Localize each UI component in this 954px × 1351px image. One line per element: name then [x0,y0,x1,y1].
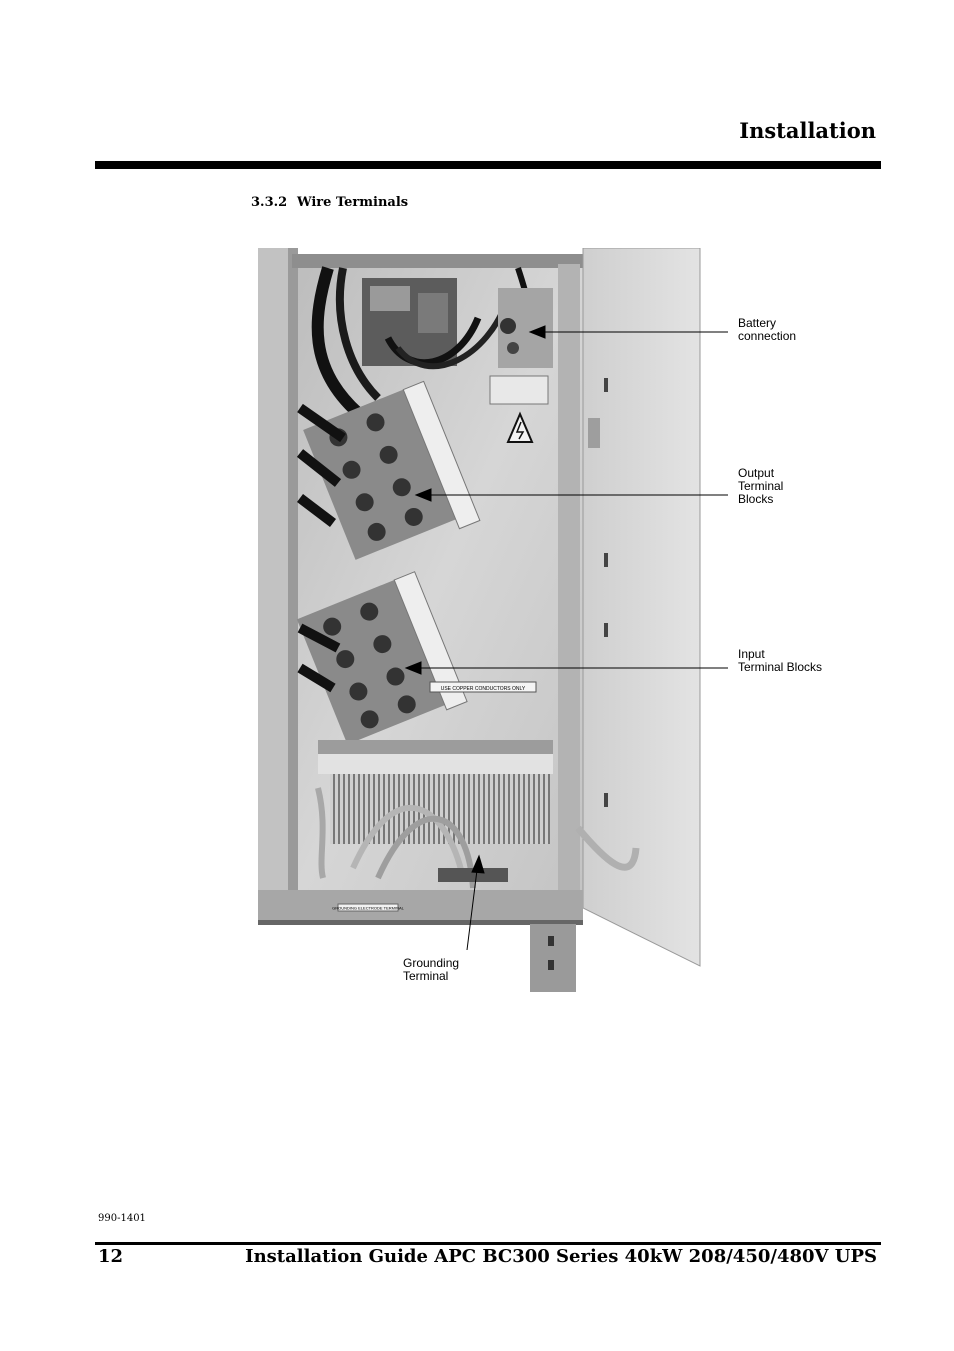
page-number: 12 [98,1246,124,1267]
cabinet-left-side [258,248,292,923]
heat-sink [330,774,550,844]
callout-input-line-1: Input [738,647,765,661]
input-terminal-blocks [296,571,468,745]
callout-grounding-line-1: Grounding [403,956,460,970]
callout-output-terminal-blocks: Output Terminal Blocks [738,467,783,506]
callout-output-line-3: Blocks [738,492,774,506]
callout-battery-connection: Battery connection [738,317,796,343]
section-title: Wire Terminals [297,195,409,210]
page-header-title: Installation [739,118,876,143]
cabinet-door [582,248,701,967]
callout-grounding-line-2: Terminal [403,969,449,983]
callout-output-line-2: Terminal [738,479,784,493]
callout-grounding-terminal: Grounding Terminal [403,957,459,983]
callout-battery-line-1: Battery [738,316,777,330]
section-heading: 3.3.2 Wire Terminals [251,195,408,210]
footer-rule [95,1242,881,1245]
section-number: 3.3.2 [251,195,288,210]
callout-output-line-1: Output [738,466,775,480]
warning-triangle-icon [506,411,534,443]
document-number: 990-1401 [98,1213,146,1224]
grounding-terminal [438,868,508,882]
grounding-electrode-label: GROUNDING ELECTRODE TERMINAL [332,906,404,911]
ups-cabinet-photo: USE COPPER CONDUCTORS ONLY GROUNDING ELE… [258,248,701,992]
footer-title: Installation Guide APC BC300 Series 40kW… [245,1246,877,1267]
callout-input-terminal-blocks: Input Terminal Blocks [738,648,822,674]
header-rule [95,161,881,169]
callout-battery-line-2: connection [738,329,797,343]
copper-conductors-label: USE COPPER CONDUCTORS ONLY [441,686,526,692]
output-terminal-blocks [303,380,481,560]
cabinet-leg [530,924,576,992]
callout-input-line-2: Terminal Blocks [738,660,823,674]
